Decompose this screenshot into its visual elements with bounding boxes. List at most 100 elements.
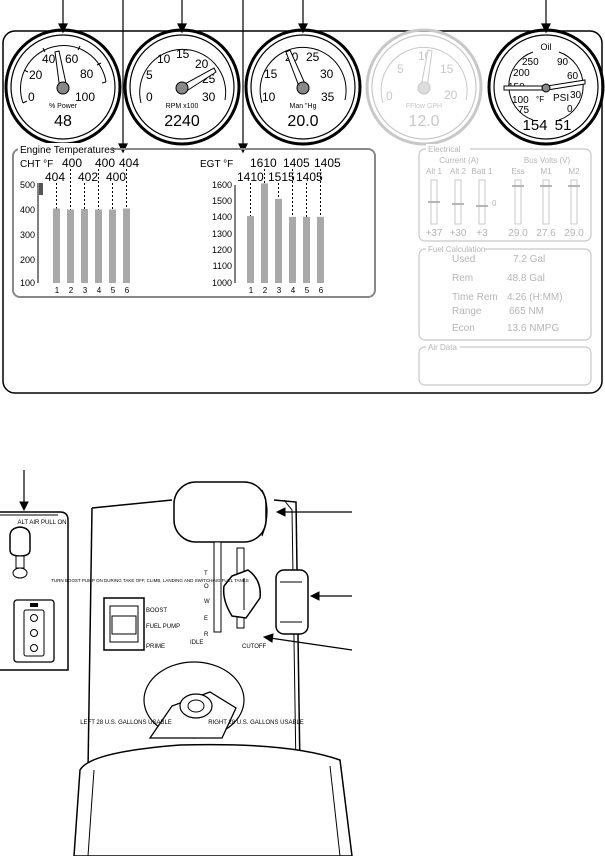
oil-press-unit: PSI (553, 93, 569, 104)
svg-text:R: R (204, 632, 209, 638)
oil-title: Oil (541, 42, 552, 52)
egt-cyl-6: 6 (319, 286, 324, 295)
prime-label: PRIME (146, 644, 165, 650)
fuel-econ-value: 13.6 NMPG (507, 323, 559, 334)
svg-text:E: E (204, 616, 208, 622)
map-value: 20.0 (287, 113, 318, 130)
cht-bar-4 (95, 209, 102, 283)
cht-bottom-value-5: 400 (106, 170, 126, 184)
cutoff-label: CUTOFF (242, 644, 267, 650)
idle-label: IDLE (190, 640, 203, 646)
cht-top-value-6: 404 (119, 156, 139, 170)
elec-col-name-2: Alt 2 (450, 167, 467, 176)
oil-temp-tick-250: 250 (522, 57, 539, 68)
cht-bar-6 (123, 208, 130, 283)
fuel-pump-label: FUEL PUMP (146, 624, 180, 630)
egt-bars (247, 169, 324, 283)
egt-tick-1500: 1500 (212, 196, 232, 206)
fuel-pump-switch[interactable] (103, 597, 145, 651)
fuel-time-rem-value: 4:26 (H:MM) (507, 292, 563, 303)
left-tank-label: LEFT 28 U.S. GALLONS USABLE (80, 720, 172, 726)
rpm-value: 2240 (164, 113, 200, 130)
svg-text:O: O (204, 584, 209, 590)
svg-text:W: W (204, 599, 210, 605)
throttle-knob[interactable] (173, 481, 268, 633)
cowl-flap-knob[interactable] (275, 569, 309, 635)
elec-zero-label: 0 (492, 199, 497, 208)
egt-bar-5 (303, 216, 310, 283)
engine-instrument-panel: 0 20 40 60 80 100 % Power 48 0 5 10 15 2… (2, 0, 605, 394)
fuel-selector[interactable] (143, 661, 245, 739)
fuel-econ-label: Econ (452, 323, 475, 334)
alt-air-callout (19, 470, 29, 512)
egt-top-value-4: 1405 (283, 156, 310, 170)
egt-bottom-value-3: 1515 (268, 170, 295, 184)
oil-press-needle (546, 79, 586, 91)
throttle-scale: TOW ER (204, 571, 210, 638)
elec-col-value-4: 29.0 (508, 228, 528, 239)
power-tick-80: 80 (80, 67, 94, 81)
egt-cyl-1: 1 (249, 286, 254, 295)
map-tick-25: 25 (306, 50, 320, 64)
elec-col-value-2: +30 (450, 228, 467, 239)
elec-col-value-3: +3 (476, 228, 488, 239)
power-tick-0: 0 (28, 90, 35, 104)
oil-gauge: Oil 250 200 150 100 75 90 60 30 0 °F PSI… (487, 28, 605, 146)
elec-bar-2 (454, 179, 462, 225)
mixture-control[interactable] (222, 547, 261, 629)
cht-cylinder-labels: 1 2 3 4 5 6 (55, 286, 130, 295)
cht-tick-200: 200 (20, 255, 35, 265)
air-data-panel: Air Data (418, 342, 592, 386)
fuel-rem-value: 48.8 Gal (507, 273, 545, 284)
oil-temp-unit: °F (536, 95, 544, 104)
egt-tick-1000: 1000 (212, 278, 232, 288)
map-tick-10: 10 (262, 90, 276, 104)
egt-cylinder-labels: 1 2 3 4 5 6 (249, 286, 324, 295)
right-tank-label: RIGHT 28 U.S. GALLONS USABLE (208, 720, 304, 726)
fuel-rem-label: Rem (452, 273, 473, 284)
elec-bar-5 (542, 179, 550, 225)
bus-volts-label: Bus Volts (V) (524, 156, 571, 165)
oil-temp-tick-100: 100 (512, 95, 529, 106)
cht-cyl-4: 4 (97, 286, 102, 295)
elec-col-name-4: Ess (511, 167, 524, 176)
map-tick-15: 15 (264, 67, 278, 81)
cht-bar-5 (109, 209, 116, 283)
map-tick-35: 35 (321, 90, 335, 104)
cowl-flap-callout (309, 591, 352, 601)
air-data-title: Air Data (428, 343, 457, 352)
cht-top-value-4: 400 (95, 156, 115, 170)
current-label: Current (A) (439, 156, 479, 165)
pedestal-body (87, 499, 301, 771)
alt-air-label: ALT AIR PULL ON (18, 520, 67, 526)
egt-top-value-6: 1405 (314, 156, 341, 170)
alt-air-knob[interactable] (9, 526, 31, 579)
cht-bar-2 (67, 209, 74, 283)
electrical-title: Electrical (428, 145, 461, 154)
fflow-unit: FFlow GPH (406, 103, 442, 110)
cht-bottom-value-1: 404 (45, 170, 65, 184)
elec-bar-6 (570, 179, 578, 225)
elec-bar-4 (514, 179, 522, 225)
egt-bar-3 (275, 198, 282, 283)
map-unit: Man "Hg (290, 103, 317, 110)
rpm-unit: RPM x100 (166, 103, 199, 110)
cht-tick-300: 300 (20, 230, 35, 240)
egt-bar-4 (289, 216, 296, 283)
elec-col-name-6: M2 (568, 167, 580, 176)
rpm-tick-10: 10 (157, 52, 171, 66)
cht-bottom-value-3: 402 (78, 170, 98, 184)
egt-bar-1 (247, 216, 254, 283)
power-gauge: 0 20 40 60 80 100 % Power 48 (4, 28, 122, 146)
elec-col-name-1: Alt 1 (426, 167, 443, 176)
elec-col-value-6: 29.0 (564, 228, 584, 239)
egt-bottom-value-1: 1410 (237, 170, 264, 184)
manifold-pressure-gauge: 10 15 20 25 30 35 Man "Hg 20.0 (244, 28, 362, 146)
fflow-tick-0: 0 (386, 89, 393, 103)
oil-press-tick-0: 0 (567, 104, 573, 115)
fflow-tick-15: 15 (440, 62, 454, 76)
cht-label: CHT °F (20, 159, 53, 170)
fuel-range-label: Range (452, 306, 482, 317)
switch-panel (13, 599, 55, 663)
egt-tick-1100: 1100 (213, 261, 232, 271)
